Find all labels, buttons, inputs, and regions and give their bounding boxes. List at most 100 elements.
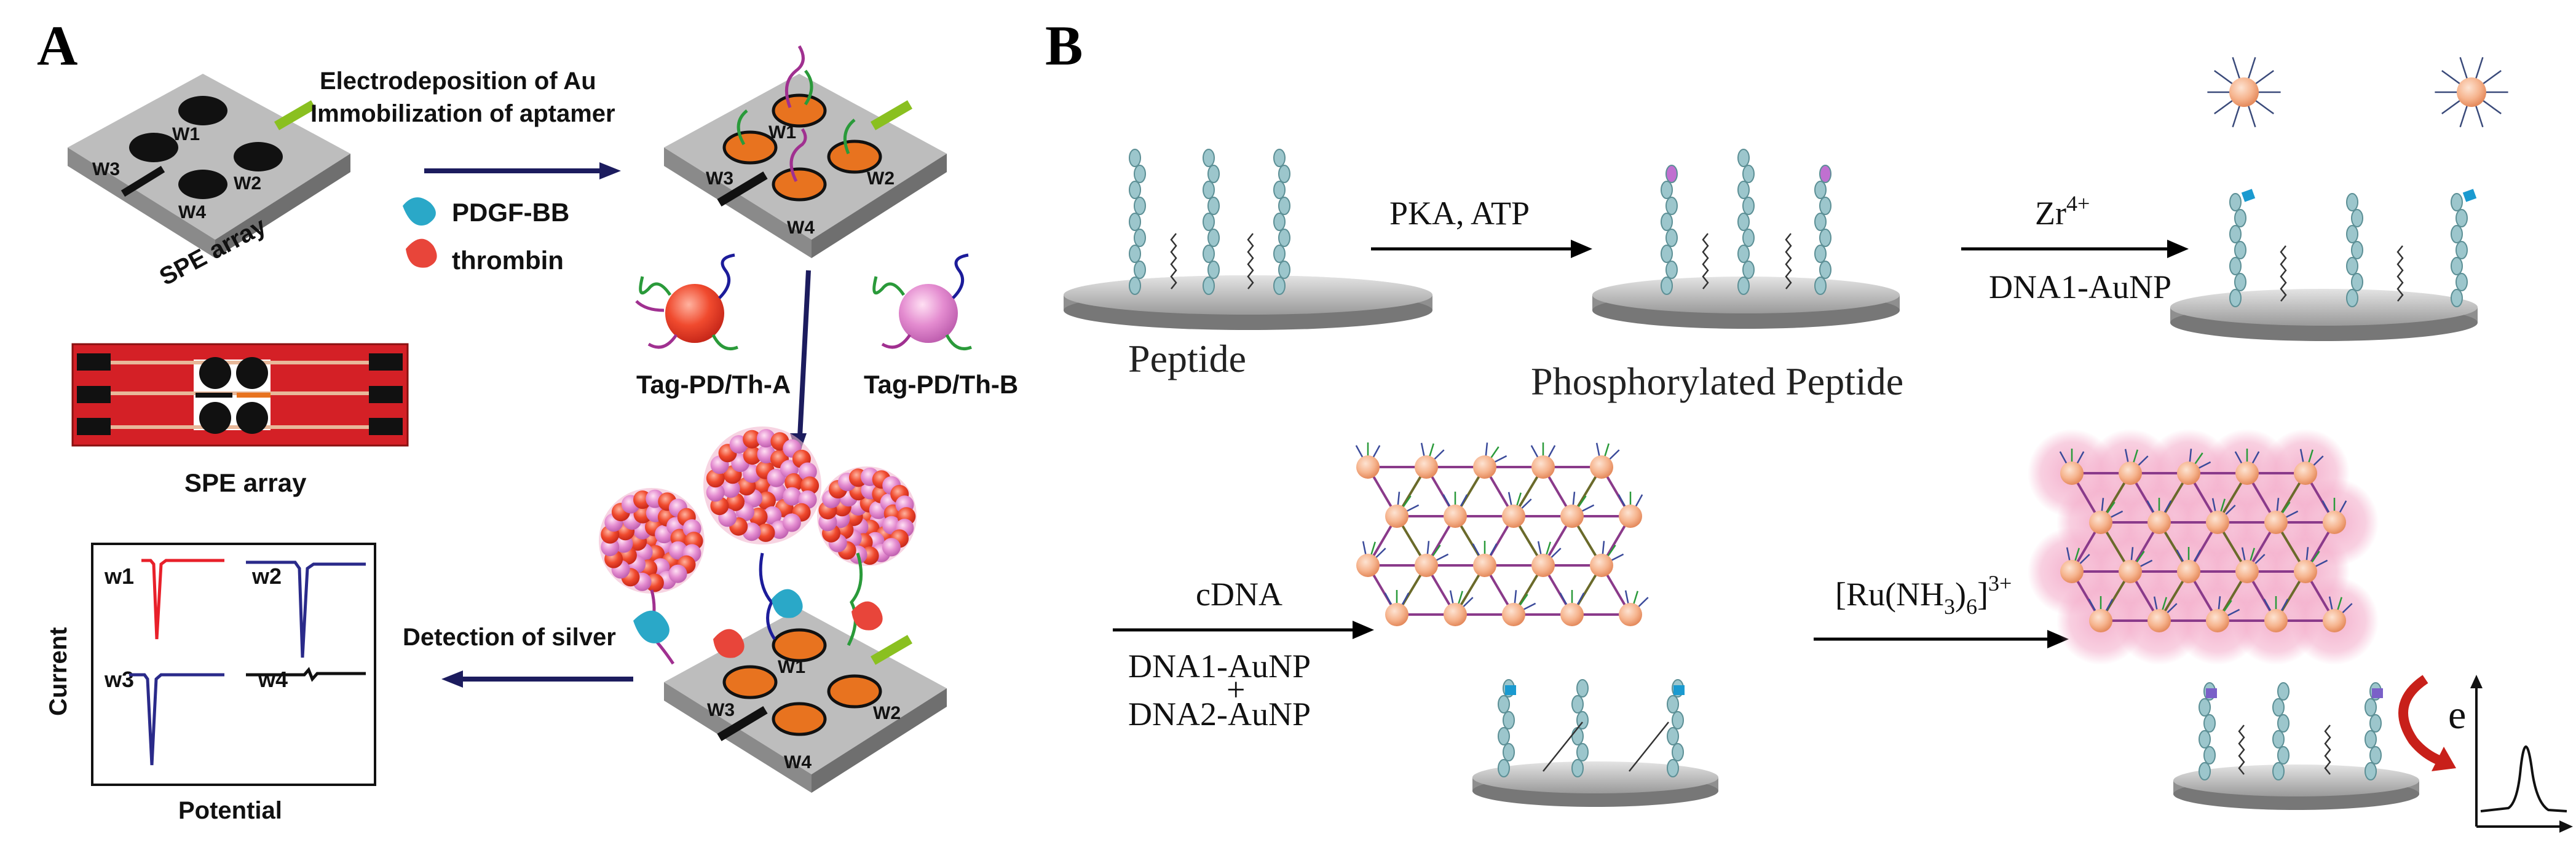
spe-chip-silver: W1 W2 W3 W4 (664, 608, 947, 793)
peptide-bead (1278, 261, 1290, 279)
surface-ru (2173, 764, 2419, 810)
step1-arrow (424, 162, 621, 179)
aunp-particle (1590, 455, 1613, 479)
aunp-particle (2264, 511, 2288, 534)
peptide-bead (1665, 229, 1678, 247)
spe-array-board (71, 343, 409, 447)
aunp-particle (2323, 609, 2346, 632)
peptide-bead (2272, 730, 2285, 749)
peptide-bead (1207, 229, 1220, 247)
peptide-bead (1273, 245, 1286, 263)
trace-w2-label: w2 (251, 564, 282, 589)
trace-w4 (246, 667, 366, 682)
aunp-particle (1619, 603, 1642, 626)
peptide-label: Peptide (1128, 337, 1246, 380)
silver-particle (763, 506, 782, 525)
aunp-particle (1415, 554, 1438, 577)
aunp-particle (1590, 554, 1613, 577)
chip-label-w4: W4 (178, 202, 206, 222)
peptide-bead (1672, 711, 1684, 729)
chip2-label-w3: W3 (706, 168, 733, 189)
peptide-bead (1576, 743, 1589, 761)
aunp-particle (2457, 77, 2486, 107)
zr-label: Zr4+ (2035, 191, 2090, 232)
peptide-bead (2229, 225, 2242, 243)
peptide-bead (2199, 762, 2211, 780)
silver-particle (668, 564, 687, 583)
peptide-bead (1819, 165, 1831, 183)
peptide-bead (1571, 759, 1584, 777)
silver-particle (882, 538, 901, 557)
chip-label-w3: W3 (92, 159, 120, 179)
aunp-particle (1502, 603, 1525, 626)
surface-network (1472, 761, 1718, 807)
spacer-strand (2396, 245, 2404, 302)
peptide-bead (2229, 193, 2242, 211)
spe-array-caption: SPE array (184, 468, 307, 497)
peptide-bead (2199, 698, 2211, 717)
silver-particle (783, 487, 802, 506)
plus-label: + (1227, 671, 1245, 708)
peptide-bead (2272, 762, 2285, 780)
aunp-particle (1619, 505, 1642, 528)
silver-cluster-2 (703, 426, 821, 544)
peptide-bead (1814, 277, 1827, 295)
peptide-bead (2451, 225, 2463, 243)
peptide-bead (1129, 245, 1141, 263)
zr-linker (2372, 688, 2383, 698)
aunp-particle (2089, 609, 2112, 632)
panel-a-label: A (37, 14, 77, 77)
electron-transfer-arrow (2398, 675, 2456, 771)
detection-label: Detection of silver (403, 624, 616, 651)
peptide-bead (1503, 711, 1515, 729)
peptide-bead (1203, 213, 1215, 231)
voltammogram-plot: Current Potential w1 w2 w3 w4 (45, 543, 376, 824)
peptide-bead (1814, 245, 1827, 263)
peptide-bead (1273, 149, 1286, 167)
aunp-particle (1444, 505, 1467, 528)
peptide-bead (1742, 229, 1755, 247)
silver-cluster-1 (599, 488, 705, 594)
trace-w2 (246, 560, 366, 658)
peptide-bead (1819, 229, 1831, 247)
silver-particle (798, 462, 817, 481)
peptide-bead (1134, 165, 1146, 183)
aunp-particle (1385, 505, 1409, 528)
peptide-bead (2234, 241, 2246, 259)
silver-particle (800, 476, 820, 495)
peptide-bead (1203, 277, 1215, 295)
peptide-bead (1129, 149, 1141, 167)
silver-cluster-3 (817, 466, 917, 566)
peptide-bead (1134, 261, 1146, 279)
aunp-particle (2323, 511, 2346, 534)
peptide-bead (1273, 277, 1286, 295)
peptide-bead (2277, 682, 2290, 701)
aunp-particle (2119, 560, 2142, 583)
legend-thrombin-label: thrombin (452, 246, 564, 275)
trace-w4-label: w4 (258, 667, 288, 692)
zr-linker (1673, 685, 1685, 695)
spacer-strand (1629, 721, 1669, 772)
aunp-network-ru (2059, 449, 2383, 780)
chip2-label-w4: W4 (787, 218, 815, 238)
captured-proteins (633, 552, 883, 665)
aunp-particle (2060, 462, 2084, 485)
aunp-particle (2147, 511, 2171, 534)
peptide-bead (1134, 197, 1146, 215)
aunp-particle (1502, 505, 1525, 528)
aunp-particle (1415, 455, 1438, 479)
peptide-bead (2365, 698, 2377, 717)
aunp-particle (1473, 455, 1496, 479)
legend: PDGF-BB thrombin (403, 197, 569, 275)
aunp-particle (2235, 560, 2259, 583)
tag-a (635, 253, 738, 350)
peptide-bead (1278, 197, 1290, 215)
plot-ylabel: Current (45, 627, 72, 716)
peptide-bead (1207, 197, 1220, 215)
spacer-strand (1785, 233, 1792, 289)
peptide-bead (1667, 759, 1679, 777)
silver-particle (753, 476, 772, 495)
electron-label: e (2448, 693, 2466, 737)
peptide-bead (1665, 261, 1678, 279)
